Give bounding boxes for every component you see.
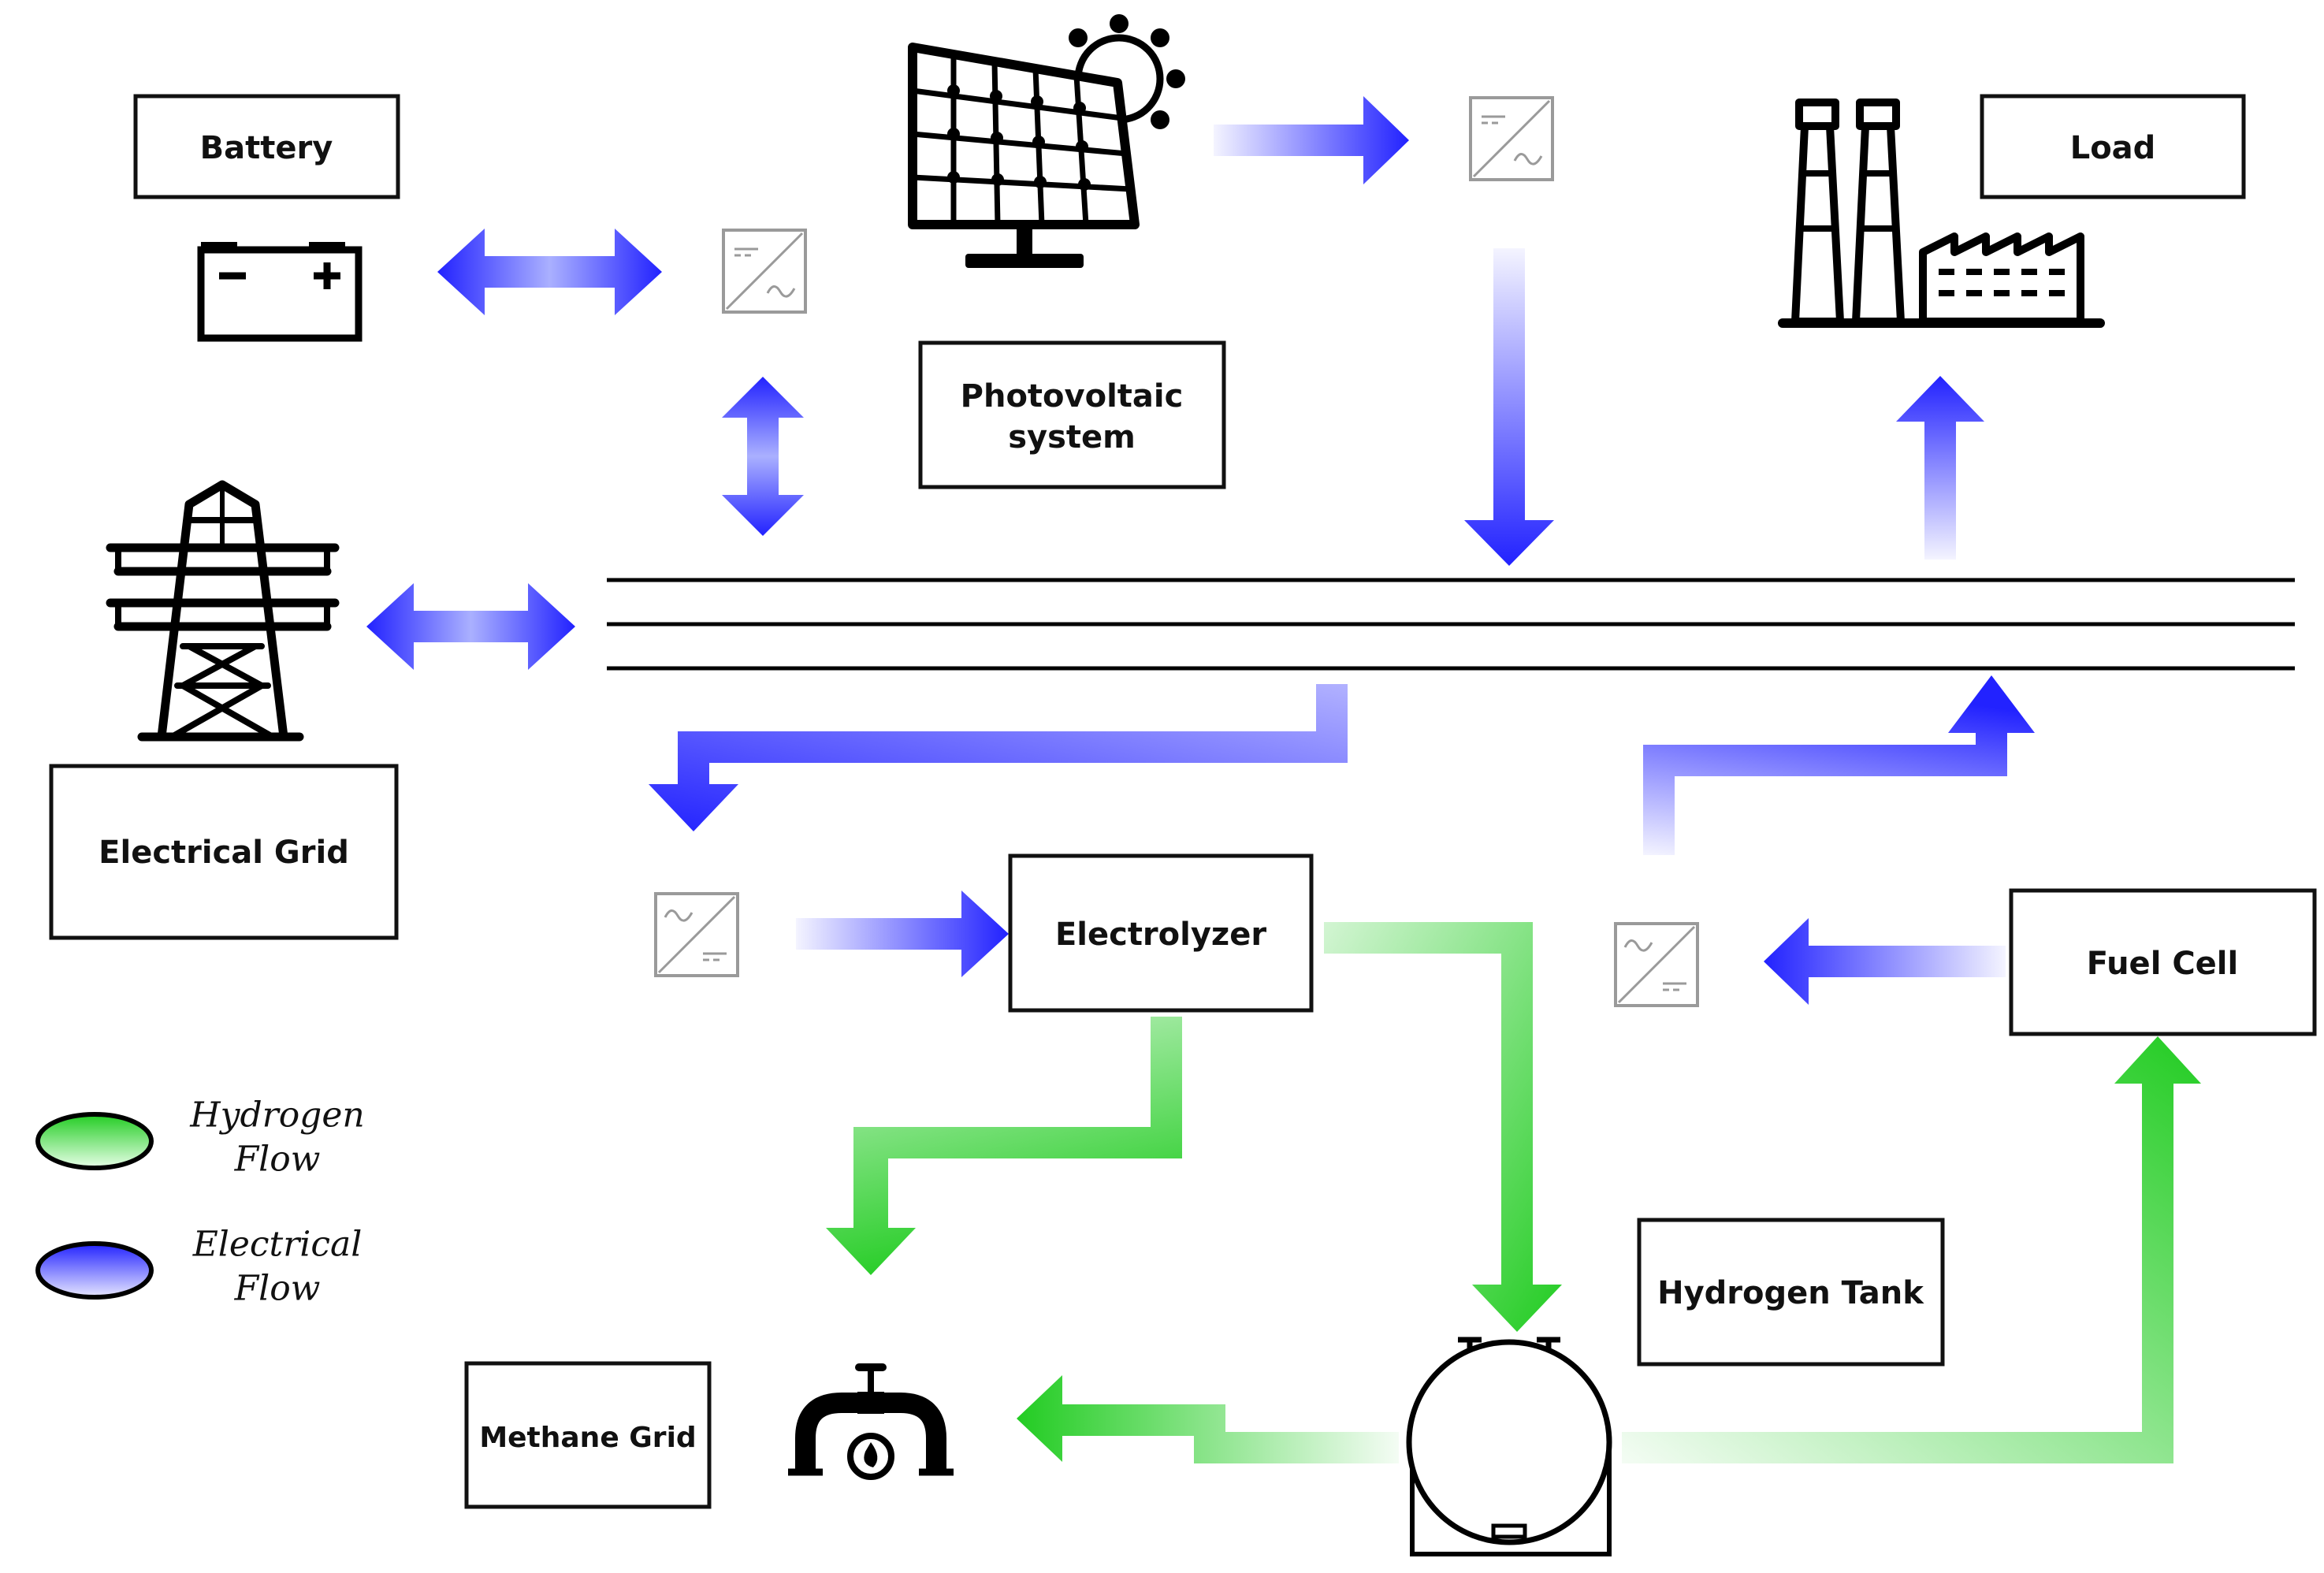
fuel-cell-label: Fuel Cell <box>2087 946 2238 982</box>
electrical-grid-label: Electrical Grid <box>99 835 349 871</box>
tank-fuelcell-arrow <box>1622 1036 2201 1463</box>
battery-box: Battery <box>133 94 400 199</box>
hydrogen-tank-icon <box>1406 1337 1612 1556</box>
legend-hydrogen-line1: Hydrogen <box>189 1095 364 1136</box>
dc-ac-converter-icon <box>722 229 807 314</box>
ac-dc-converter-icon <box>654 892 739 977</box>
legend-electrical-line1: Electrical <box>192 1225 363 1265</box>
converter-electrolyzer-arrow <box>796 891 1009 977</box>
converter-bus-arrow <box>722 377 804 536</box>
fuel-cell-box: Fuel Cell <box>2009 888 2317 1036</box>
battery-icon <box>197 242 363 342</box>
hydrogen-flow-swatch <box>35 1112 154 1170</box>
electrolyzer-label: Electrolyzer <box>1055 917 1266 953</box>
bus-load-arrow <box>1896 376 1984 560</box>
dc-ac-converter-icon <box>1469 96 1554 181</box>
pv-converter-arrow <box>1214 96 1409 184</box>
pv-bus-arrow <box>1464 248 1554 566</box>
grid-bus-arrow <box>366 583 575 670</box>
factory-icon <box>1778 99 2105 328</box>
electrolyzer-methane-arrow <box>826 1017 1182 1275</box>
load-box: Load <box>1980 94 2246 199</box>
solar-panel-icon <box>908 43 1140 268</box>
methane-grid-box: Methane Grid <box>464 1361 712 1509</box>
electrical-flow-swatch <box>35 1241 154 1300</box>
hydrogen-tank-label: Hydrogen Tank <box>1657 1275 1924 1311</box>
pv-label-line1: Photovoltaic <box>961 378 1184 415</box>
electrolyzer-box: Electrolyzer <box>1008 853 1314 1013</box>
fuelcell-converter-arrow <box>1764 918 2006 1005</box>
load-label: Load <box>2070 130 2156 166</box>
pv-label-line2: system <box>1008 419 1136 456</box>
bus-electrolyzer-arrow <box>649 684 1348 831</box>
transmission-tower-icon <box>106 480 340 742</box>
legend-electrical-line2: Flow <box>234 1269 321 1309</box>
methane-grid-label: Methane Grid <box>479 1422 696 1454</box>
battery-label: Battery <box>200 130 333 166</box>
legend-hydrogen-line2: Flow <box>234 1140 321 1180</box>
tank-methane-arrow <box>1017 1375 1399 1463</box>
electrical-grid-box: Electrical Grid <box>49 764 399 940</box>
ac-dc-converter-icon <box>1614 922 1699 1007</box>
electrolyzer-tank-arrow <box>1324 922 1562 1332</box>
fuelcell-bus-arrow <box>1643 675 2035 855</box>
power-bus <box>607 578 2295 671</box>
battery-converter-arrow <box>437 229 662 315</box>
pv-box: Photovoltaic system <box>918 340 1226 489</box>
legend: Hydrogen Flow Electrical Flow <box>35 1095 365 1309</box>
hydrogen-tank-box: Hydrogen Tank <box>1637 1218 1945 1367</box>
gas-pipe-icon <box>788 1363 954 1480</box>
